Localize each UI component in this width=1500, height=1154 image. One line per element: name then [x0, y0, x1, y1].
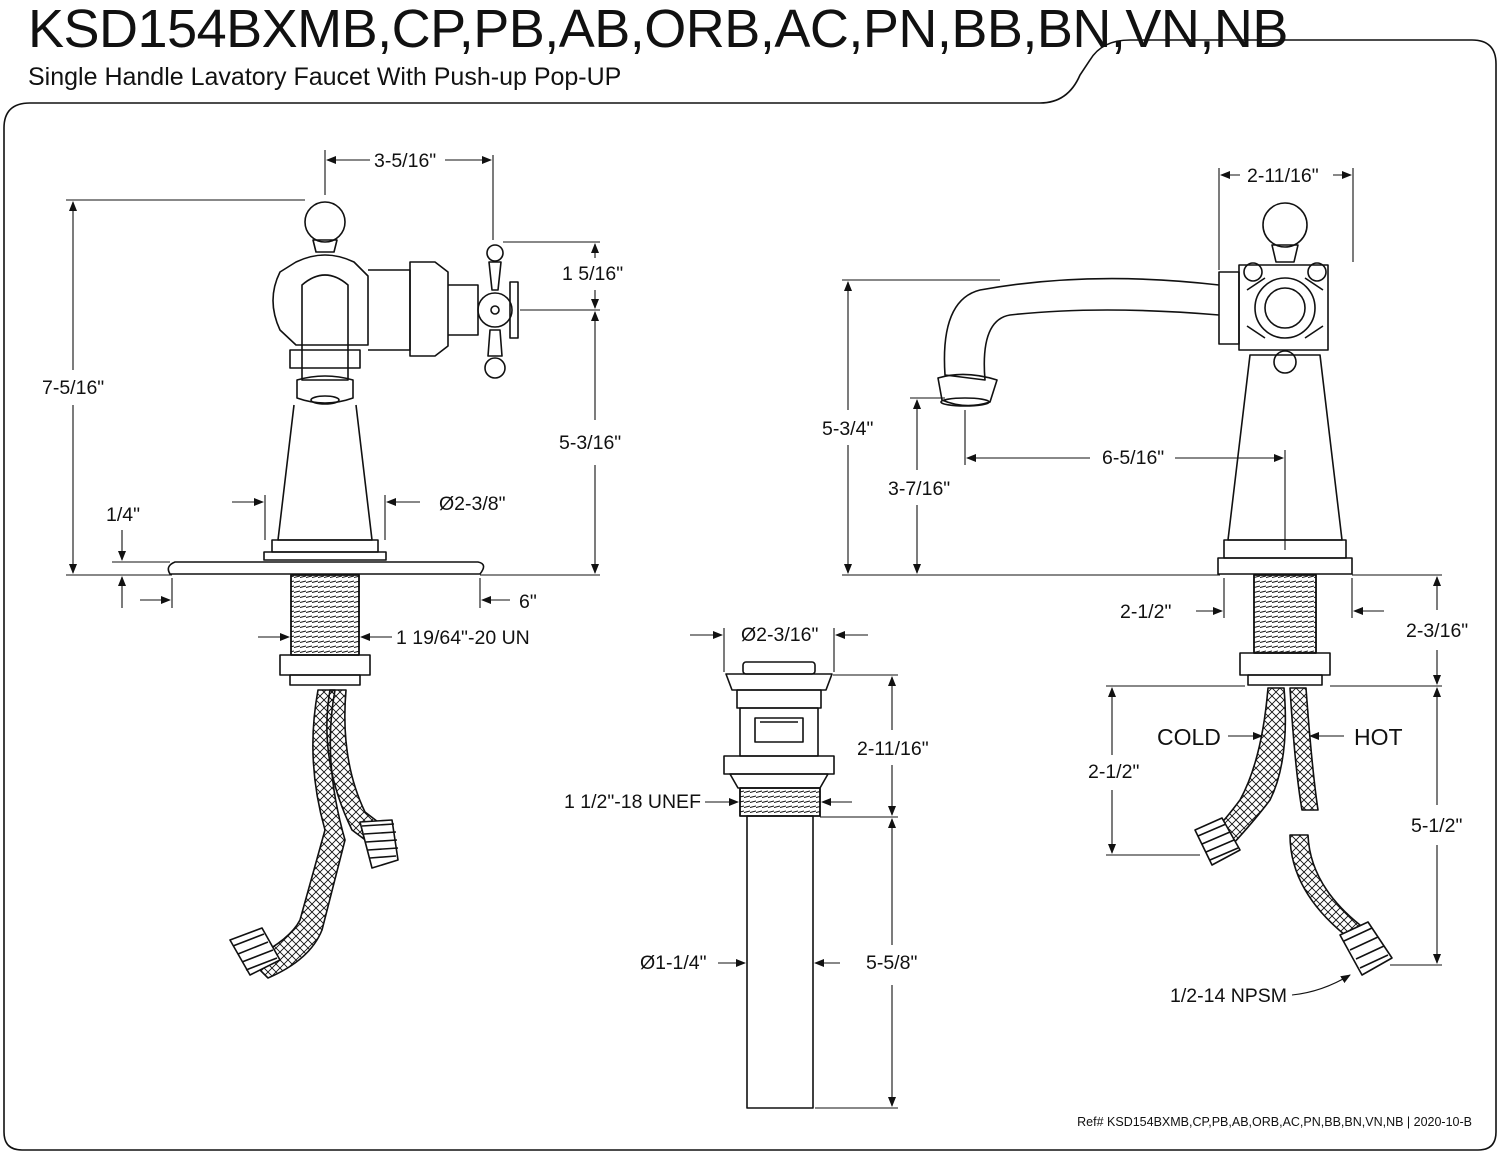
dim-base-width: 2-1/2" — [1118, 601, 1174, 623]
dim-hose-fitting: 1/2-14 NPSM — [1168, 985, 1290, 1007]
dim-handle-spread: 3-5/16" — [372, 150, 439, 172]
dim-cross-height: 1 5/16" — [560, 263, 626, 285]
dim-drain-body-height: 2-11/16" — [855, 738, 931, 760]
dim-front-thread: 1 19/64"-20 UN — [394, 627, 532, 649]
dim-outlet-height: 3-7/16" — [886, 478, 953, 500]
label-hot: HOT — [1352, 724, 1405, 750]
page-subtitle: Single Handle Lavatory Faucet With Push-… — [28, 63, 622, 91]
dim-spout-height: 5-3/4" — [820, 418, 876, 440]
front-view-hoses — [229, 689, 399, 979]
side-view-faucet — [937, 202, 1353, 686]
dim-plate-width: 6" — [517, 591, 539, 613]
dim-body-height: 5-3/16" — [557, 432, 624, 454]
dim-tail-length: 5-5/8" — [864, 952, 920, 974]
dim-shank-length: 2-3/16" — [1404, 620, 1471, 642]
dim-tail-diameter: Ø1-1/4" — [638, 952, 709, 974]
dim-plate-thickness: 1/4" — [104, 504, 143, 526]
dim-base-diameter: Ø2-3/8" — [437, 493, 508, 515]
dim-drain-thread: 1 1/2"-18 UNEF — [562, 791, 703, 813]
reference-footer: Ref# KSD154BXMB,CP,PB,AB,ORB,AC,PN,BB,BN… — [1077, 1115, 1472, 1129]
dim-total-height: 7-5/16" — [40, 377, 107, 399]
dim-hose-total: 5-1/2" — [1409, 815, 1465, 837]
page-title: KSD154BXMB,CP,PB,AB,ORB,AC,PN,BB,BN,VN,N… — [28, 0, 1288, 59]
frame-outline — [3, 39, 1497, 1151]
label-cold: COLD — [1155, 724, 1223, 750]
dim-handle-width: 2-11/16" — [1245, 165, 1321, 187]
dim-flange-diameter: Ø2-3/16" — [739, 624, 821, 646]
dim-spout-reach: 6-5/16" — [1100, 447, 1167, 469]
dim-hose-upper: 2-1/2" — [1086, 761, 1142, 783]
front-view-faucet — [167, 201, 519, 686]
drain-assembly — [723, 661, 835, 1109]
side-view-hoses — [1194, 687, 1393, 976]
